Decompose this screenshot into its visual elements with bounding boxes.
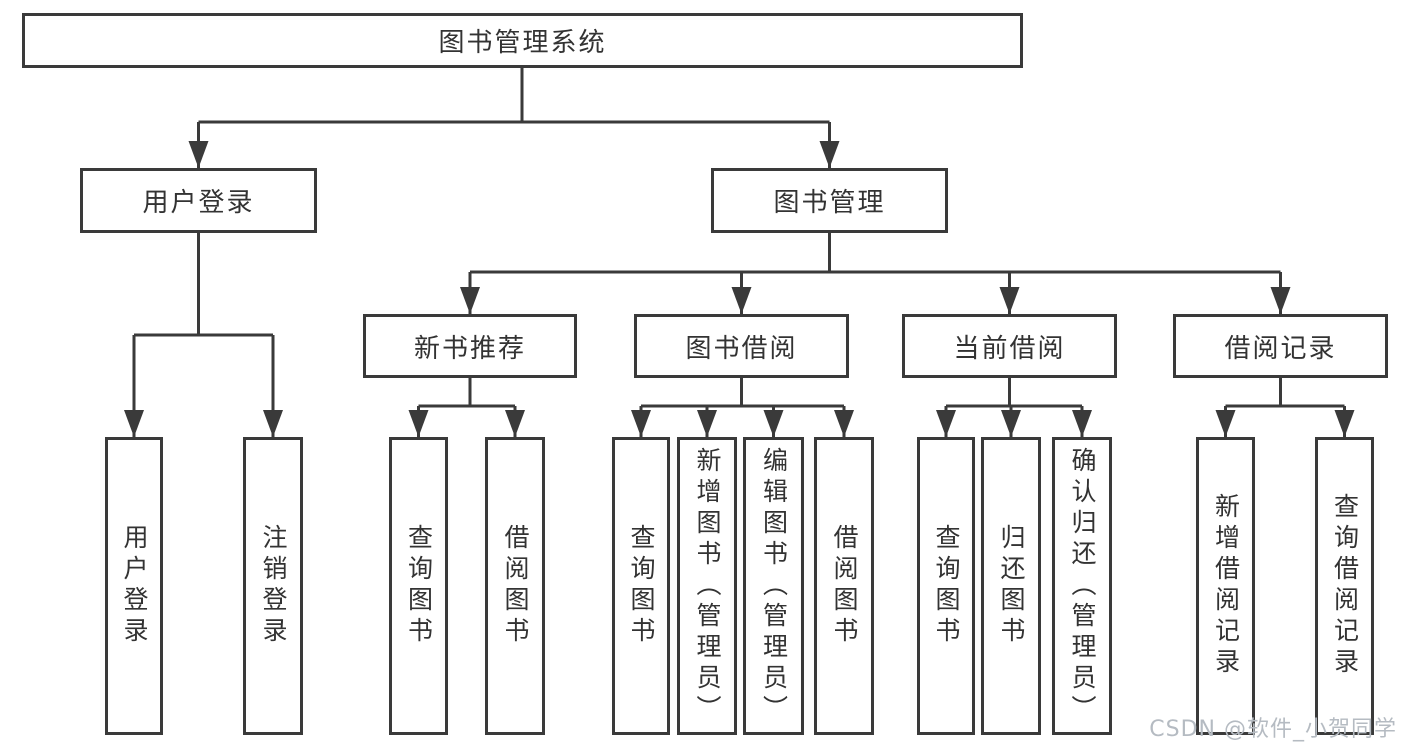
edge-bookmgmt-to-level3 [468, 233, 1282, 314]
node-borrow-records: 借阅记录 [1173, 314, 1388, 378]
leaf-logout-label: 注销登录 [259, 524, 288, 648]
node-new-book-recommend: 新书推荐 [363, 314, 577, 378]
arrowhead-icon [263, 410, 283, 437]
leaf-query-borrow-record: 查询借阅记录 [1315, 437, 1374, 735]
arrowhead-icon [763, 410, 784, 437]
edge-root-to-level2 [197, 68, 831, 168]
node-new-book-recommend-label: 新书推荐 [413, 333, 526, 364]
arrowhead-icon [408, 410, 429, 437]
leaf-edit-book-admin: 编辑图书（管理员） [743, 437, 804, 735]
edge-bookborrow-to-leaves [639, 378, 846, 437]
csdn-watermark: CSDN @软件_小贺同学 [1149, 717, 1397, 742]
leaf-add-borrow-record-label: 新增借阅记录 [1211, 493, 1241, 679]
leaf-confirm-return-admin-label: 确认归还（管理员） [1068, 446, 1097, 726]
arrowhead-icon [731, 287, 752, 314]
node-current-borrow-label: 当前借阅 [953, 333, 1066, 364]
arrowhead-icon [999, 287, 1020, 314]
node-root: 图书管理系统 [22, 13, 1023, 68]
arrowhead-icon [697, 410, 717, 437]
leaf-current-query-book: 查询图书 [917, 437, 975, 735]
node-user-login: 用户登录 [80, 168, 317, 233]
node-book-management: 图书管理 [711, 168, 948, 233]
leaf-borrow-book: 借阅图书 [814, 437, 874, 735]
arrowhead-icon [1334, 410, 1355, 437]
arrowhead-icon [1072, 410, 1092, 437]
leaf-newbooks-borrow-book-label: 借阅图书 [501, 524, 530, 648]
leaf-add-borrow-record: 新增借阅记录 [1196, 437, 1255, 735]
node-borrow-records-label: 借阅记录 [1224, 333, 1337, 364]
arrowhead-icon [631, 410, 651, 437]
leaf-edit-book-admin-label: 编辑图书（管理员） [759, 446, 789, 726]
node-root-label: 图书管理系统 [438, 28, 607, 58]
leaf-newbooks-query-book: 查询图书 [389, 437, 448, 735]
edge-userlogin-to-leaves [132, 233, 275, 437]
leaf-add-book-admin-label: 新增图书（管理员） [693, 446, 722, 726]
edge-borrowrecords-to-leaves [1224, 378, 1346, 437]
leaf-newbooks-borrow-book: 借阅图书 [485, 437, 545, 735]
leaf-return-book: 归还图书 [981, 437, 1041, 735]
node-book-borrow: 图书借阅 [634, 314, 849, 378]
arrowhead-icon [936, 410, 956, 437]
leaf-user-login: 用户登录 [105, 437, 163, 735]
node-book-borrow-label: 图书借阅 [685, 333, 798, 364]
arrowhead-icon [124, 410, 144, 437]
arrowhead-icon [505, 410, 525, 437]
node-current-borrow: 当前借阅 [902, 314, 1117, 378]
leaf-borrow-query-book-label: 查询图书 [627, 524, 656, 648]
leaf-return-book-label: 归还图书 [997, 524, 1026, 648]
leaf-add-book-admin: 新增图书（管理员） [677, 437, 737, 735]
arrowhead-icon [460, 287, 480, 314]
arrowhead-icon [1001, 410, 1021, 437]
leaf-logout: 注销登录 [243, 437, 303, 735]
arrowhead-icon [1270, 287, 1291, 314]
leaf-newbooks-query-book-label: 查询图书 [404, 524, 434, 648]
leaf-borrow-query-book: 查询图书 [612, 437, 670, 735]
node-book-management-label: 图书管理 [773, 188, 886, 218]
node-user-login-label: 用户登录 [142, 188, 255, 218]
arrowhead-icon [188, 141, 209, 168]
edge-newbooks-to-leaves [417, 378, 517, 437]
leaf-query-borrow-record-label: 查询借阅记录 [1330, 493, 1360, 679]
arrowhead-icon [834, 410, 854, 437]
arrowhead-group [124, 141, 1355, 437]
leaf-borrow-book-label: 借阅图书 [830, 524, 859, 648]
leaf-user-login-label: 用户登录 [120, 524, 149, 648]
arrowhead-icon [819, 141, 840, 168]
leaf-current-query-book-label: 查询图书 [932, 524, 961, 648]
arrowhead-icon [1215, 410, 1236, 437]
leaf-confirm-return-admin: 确认归还（管理员） [1052, 437, 1112, 735]
